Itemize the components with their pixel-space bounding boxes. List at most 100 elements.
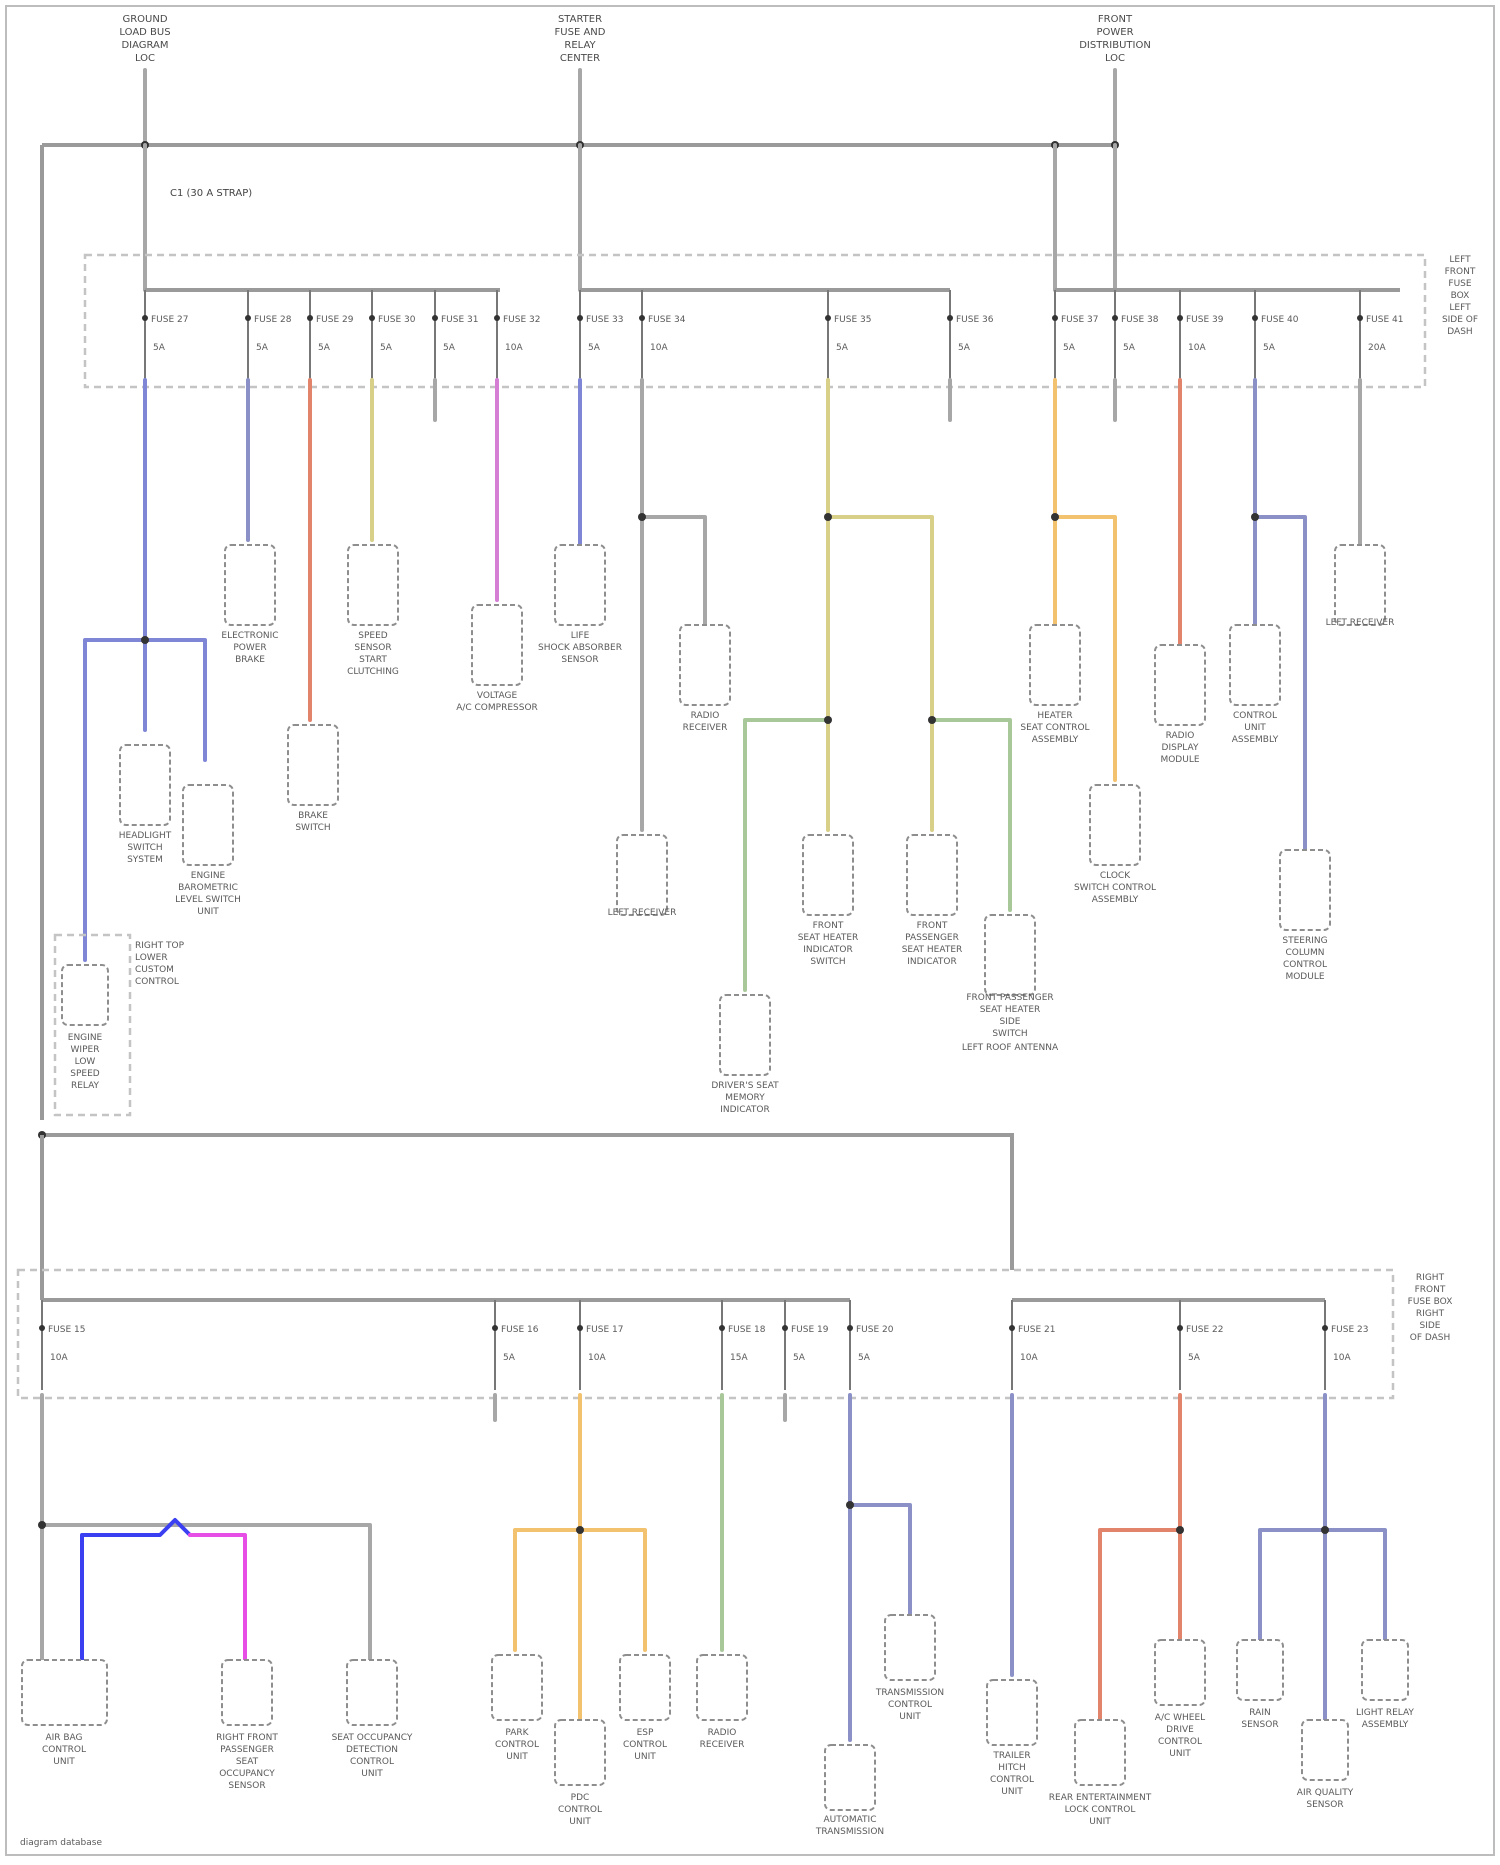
fuse-label: FUSE 18 [728, 1325, 766, 1335]
svg-text:GROUND: GROUND [122, 14, 167, 25]
svg-text:SENSOR: SENSOR [1306, 1800, 1343, 1810]
fuse-label: FUSE 19 [791, 1325, 829, 1335]
svg-text:INDICATOR: INDICATOR [907, 957, 957, 967]
svg-text:HEATER: HEATER [1037, 711, 1072, 721]
svg-text:START: START [359, 655, 387, 665]
fuse-amps: 5A [793, 1353, 806, 1363]
fuse-label: FUSE 41 [1366, 315, 1403, 325]
svg-text:INDICATOR: INDICATOR [803, 945, 853, 955]
svg-text:HEADLIGHT: HEADLIGHT [119, 831, 172, 841]
svg-text:UNIT: UNIT [634, 1752, 656, 1762]
svg-text:SENSOR: SENSOR [561, 655, 598, 665]
fuse-amps: 5A [836, 343, 849, 353]
svg-text:SWITCH: SWITCH [810, 957, 845, 967]
fuse-label: FUSE 21 [1018, 1325, 1055, 1335]
svg-text:CONTROL: CONTROL [135, 977, 179, 987]
component-air-quality-sensor: AIR QUALITY SENSOR [1297, 1720, 1354, 1810]
svg-text:A/C COMPRESSOR: A/C COMPRESSOR [456, 703, 538, 713]
svg-text:SEAT HEATER: SEAT HEATER [902, 945, 963, 955]
fuse-amps: 5A [958, 343, 971, 353]
fuse-label: FUSE 31 [441, 315, 478, 325]
top-fusebox-feeds [145, 145, 1115, 290]
svg-text:UNIT: UNIT [1001, 1787, 1023, 1797]
svg-text:DRIVE: DRIVE [1166, 1725, 1194, 1735]
svg-text:PASSENGER: PASSENGER [220, 1745, 274, 1755]
svg-text:DISPLAY: DISPLAY [1162, 743, 1199, 753]
fuse-amps: 5A [1063, 343, 1076, 353]
svg-text:ASSEMBLY: ASSEMBLY [1032, 735, 1079, 745]
svg-text:ELECTRONIC: ELECTRONIC [221, 631, 278, 641]
fuse-label: FUSE 29 [316, 315, 354, 325]
fuse-amps: 5A [588, 343, 601, 353]
svg-text:CONTROL: CONTROL [888, 1700, 932, 1710]
svg-text:SEAT CONTROL: SEAT CONTROL [1020, 723, 1089, 733]
component-park-control-unit: PARK CONTROL UNIT [492, 1655, 542, 1762]
fuse-amps: 5A [503, 1353, 516, 1363]
svg-text:SIDE: SIDE [1420, 1321, 1441, 1331]
svg-text:DISTRIBUTION: DISTRIBUTION [1079, 40, 1151, 51]
fuse-amps: 10A [588, 1353, 606, 1363]
component-life-shock-sensor: LIFE SHOCK ABSORBER SENSOR [538, 545, 622, 665]
component-left-receiver-a: LEFT RECEIVER [608, 835, 677, 918]
fuse: FUSE 335A [577, 290, 623, 380]
component-radio-receiver-bottom: RADIO RECEIVER [697, 1655, 747, 1750]
svg-text:UNIT: UNIT [53, 1757, 75, 1767]
svg-text:RELAY: RELAY [564, 40, 596, 51]
svg-text:SENSOR: SENSOR [354, 643, 391, 653]
svg-text:UNIT: UNIT [1169, 1749, 1191, 1759]
source-label-center: STARTER FUSE AND RELAY CENTER [555, 14, 606, 64]
svg-text:PDC: PDC [571, 1793, 590, 1803]
fuse-amps: 5A [1123, 343, 1136, 353]
component-steering-column-module: STEERING COLUMN CONTROL MODULE [1280, 850, 1330, 982]
fuse: FUSE 16 5A [492, 1300, 539, 1390]
svg-text:RECEIVER: RECEIVER [683, 723, 728, 733]
component-left-receiver-b: LEFT RECEIVER [1326, 545, 1395, 628]
component-control-unit-assembly: CONTROL UNIT ASSEMBLY [1230, 625, 1280, 745]
component-trailer-hitch-control: TRAILER HITCH CONTROL UNIT [987, 1680, 1037, 1797]
fuse-label: FUSE 16 [501, 1325, 539, 1335]
fuse-amps: 5A [256, 343, 269, 353]
fuse-amps: 15A [730, 1353, 748, 1363]
svg-text:CLOCK: CLOCK [1100, 871, 1131, 881]
svg-text:MODULE: MODULE [1285, 972, 1324, 982]
svg-text:LOWER: LOWER [135, 953, 168, 963]
fuse-amps: 5A [858, 1353, 871, 1363]
fuse-amps: 5A [1188, 1353, 1201, 1363]
component-radio-receiver-top: RADIO RECEIVER [680, 625, 730, 733]
svg-text:CLUTCHING: CLUTCHING [347, 667, 399, 677]
svg-text:ASSEMBLY: ASSEMBLY [1092, 895, 1139, 905]
svg-text:AUTOMATIC: AUTOMATIC [824, 1815, 877, 1825]
svg-text:BOX: BOX [1451, 291, 1470, 301]
svg-text:LEFT ROOF ANTENNA: LEFT ROOF ANTENNA [962, 1043, 1059, 1053]
fuse-amps: 5A [318, 343, 331, 353]
component-right-front-passenger-occupancy: RIGHT FRONT PASSENGER SEAT OCCUPANCY SEN… [216, 1660, 278, 1791]
svg-text:CONTROL: CONTROL [1233, 711, 1277, 721]
svg-text:LOAD BUS: LOAD BUS [119, 27, 170, 38]
svg-text:SIDE: SIDE [1000, 1017, 1021, 1027]
fuse: FUSE 285A [245, 290, 292, 380]
component-engine-level-switch: ENGINE BAROMETRIC LEVEL SWITCH UNIT [175, 785, 241, 917]
fuse-amps: 10A [650, 343, 668, 353]
fuse-amps: 10A [50, 1353, 68, 1363]
fuse-label: FUSE 36 [956, 315, 994, 325]
source-label-right: FRONT POWER DISTRIBUTION LOC [1079, 14, 1151, 64]
svg-text:PASSENGER: PASSENGER [905, 933, 959, 943]
svg-text:SENSOR: SENSOR [228, 1781, 265, 1791]
component-brake-switch: BRAKE SWITCH [288, 725, 338, 833]
component-left-roof-antenna: LEFT ROOF ANTENNA [962, 1043, 1059, 1053]
footer-text: diagram database [20, 1838, 102, 1848]
svg-text:SEAT OCCUPANCY: SEAT OCCUPANCY [332, 1733, 413, 1743]
svg-text:ASSEMBLY: ASSEMBLY [1232, 735, 1279, 745]
svg-text:ENGINE: ENGINE [68, 1033, 103, 1043]
svg-text:VOLTAGE: VOLTAGE [477, 691, 518, 701]
svg-text:UNIT: UNIT [361, 1769, 383, 1779]
component-front-passenger-seat-heater: FRONT PASSENGER SEAT HEATER INDICATOR [902, 835, 963, 967]
fuse-label: FUSE 32 [503, 315, 540, 325]
svg-text:DIAGRAM: DIAGRAM [121, 40, 168, 51]
svg-text:CONTROL: CONTROL [558, 1805, 602, 1815]
svg-text:TRANSMISSION: TRANSMISSION [875, 1688, 944, 1698]
fuse-amps: 10A [1188, 343, 1206, 353]
